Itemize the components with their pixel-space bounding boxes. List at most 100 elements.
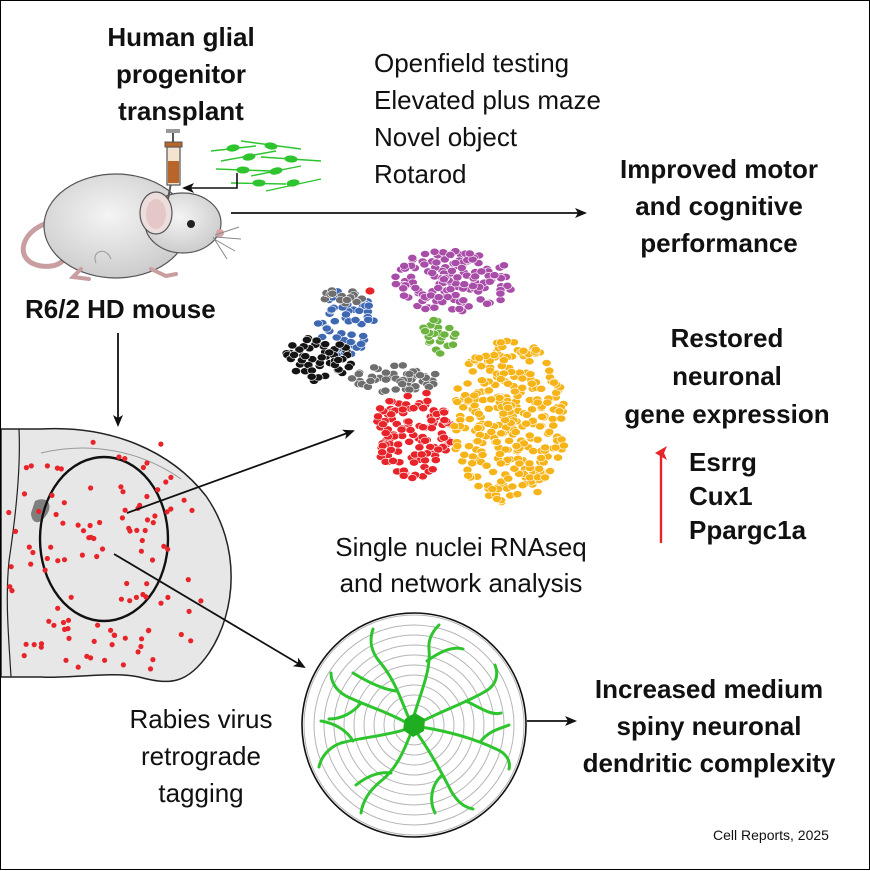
- cluster-cell: [495, 459, 506, 468]
- cluster-cell: [536, 384, 547, 393]
- transplant-dot: [137, 502, 143, 508]
- cluster-cell: [356, 340, 366, 348]
- cluster-cell: [495, 338, 506, 347]
- sholl-ring: [373, 684, 455, 766]
- transplant-dot: [95, 622, 101, 628]
- behavior-test-novel-object: Novel object: [374, 122, 518, 152]
- cluster-cell: [416, 450, 427, 459]
- sholl-ring: [363, 674, 465, 776]
- cluster-cell: [386, 445, 396, 454]
- transplant-dot: [188, 638, 194, 644]
- cluster-cell: [329, 317, 340, 326]
- rabies-label-line-2: retrograde: [141, 741, 261, 771]
- striatum-to-rabies-arrow: [113, 553, 306, 669]
- cluster-cell: [456, 263, 467, 272]
- cluster-cell: [380, 375, 391, 384]
- sholl-ring: [353, 664, 475, 786]
- outcome-expression-line-3: gene expression: [624, 399, 830, 429]
- cluster-cell: [386, 410, 397, 419]
- cluster-cell: [511, 442, 522, 450]
- outcome-dendritic-line-1: Increased medium: [594, 674, 824, 704]
- cluster-cell: [525, 370, 536, 379]
- cluster-cell: [415, 371, 425, 380]
- transplant-dot: [150, 657, 156, 663]
- cluster-cell: [439, 433, 449, 442]
- cluster-cell: [547, 415, 558, 423]
- cluster-cell: [454, 304, 465, 313]
- corpus-callosum: [40, 447, 182, 480]
- cluster-cell: [407, 474, 418, 482]
- cluster-cell: [397, 380, 408, 388]
- transplant-dot: [36, 508, 42, 514]
- cluster-cell: [512, 490, 523, 499]
- cluster-cell: [404, 385, 415, 394]
- transplant-title-line-3: transplant: [118, 96, 244, 126]
- cluster-cell: [476, 376, 487, 385]
- cluster-cell: [498, 356, 509, 365]
- transplant-dot: [58, 466, 64, 472]
- cluster-cell: [507, 482, 518, 491]
- cluster-cell: [306, 372, 317, 381]
- cluster-cell: [384, 397, 395, 406]
- transplant-dot: [139, 636, 145, 642]
- behavior-test-rotarod: Rotarod: [374, 159, 467, 189]
- cluster-cell: [287, 341, 298, 350]
- cluster-cell: [483, 419, 494, 428]
- cluster-cell: [448, 340, 458, 349]
- cluster-cell: [517, 481, 528, 490]
- cluster-cell: [559, 441, 569, 450]
- gene-list: Esrrg Cux1 Ppargc1a: [689, 445, 806, 547]
- behavior-test-openfield: Openfield testing: [374, 48, 570, 78]
- cluster-cell: [464, 415, 475, 423]
- cluster-cell: [487, 485, 498, 493]
- cluster-cell: [491, 438, 502, 446]
- transplant-dot: [63, 657, 69, 663]
- cluster-cell: [420, 250, 430, 258]
- transplant-dot: [140, 464, 146, 471]
- cluster-cell: [311, 336, 322, 345]
- cluster-cell: [550, 443, 561, 452]
- cluster-cell: [459, 450, 470, 459]
- mouse-ear-inner: [146, 199, 166, 229]
- cluster-cell: [439, 330, 450, 339]
- cluster-cell: [458, 403, 469, 412]
- cluster-cell: [488, 468, 498, 476]
- cluster-cell: [536, 454, 546, 462]
- cluster-cell: [320, 340, 331, 349]
- cluster-cell: [468, 282, 478, 290]
- transplant-dot: [6, 509, 12, 516]
- cluster-cell: [475, 295, 486, 304]
- transplant-title-line-2: progenitor: [116, 59, 246, 89]
- sholl-ring: [303, 614, 525, 836]
- transplant-dot: [55, 558, 61, 564]
- cluster-cell: [418, 404, 429, 413]
- mouse-hind-leg: [94, 250, 112, 264]
- cluster-cell: [463, 471, 474, 480]
- cluster-cell: [504, 436, 514, 445]
- cluster-cell: [556, 414, 567, 423]
- transplant-dot: [54, 465, 61, 471]
- cluster-cell: [439, 416, 450, 424]
- cluster-cell: [430, 456, 441, 464]
- cluster-cell: [353, 370, 364, 378]
- transplant-dot: [178, 631, 184, 638]
- cluster-cell: [510, 428, 521, 436]
- cluster-cell: [393, 440, 403, 449]
- cluster-cell: [300, 352, 311, 361]
- transplant-dot: [38, 644, 44, 650]
- cluster-cell: [405, 426, 416, 434]
- outcome-motor-line-1: Improved motor: [620, 154, 818, 184]
- cluster-cell: [503, 403, 513, 412]
- cluster-cell: [326, 305, 337, 314]
- transplant-dot: [65, 617, 72, 623]
- cluster-cell: [510, 387, 520, 396]
- transplant-dot: [75, 522, 81, 528]
- transplant-dot: [116, 454, 122, 460]
- cluster-cell: [363, 301, 374, 310]
- cluster-cell: [524, 357, 535, 366]
- mouse-eye: [187, 220, 195, 228]
- cluster-cell: [289, 350, 299, 359]
- cluster-gray-top: [319, 286, 367, 308]
- transplant-dot: [120, 489, 126, 495]
- transplant-dot: [164, 509, 170, 515]
